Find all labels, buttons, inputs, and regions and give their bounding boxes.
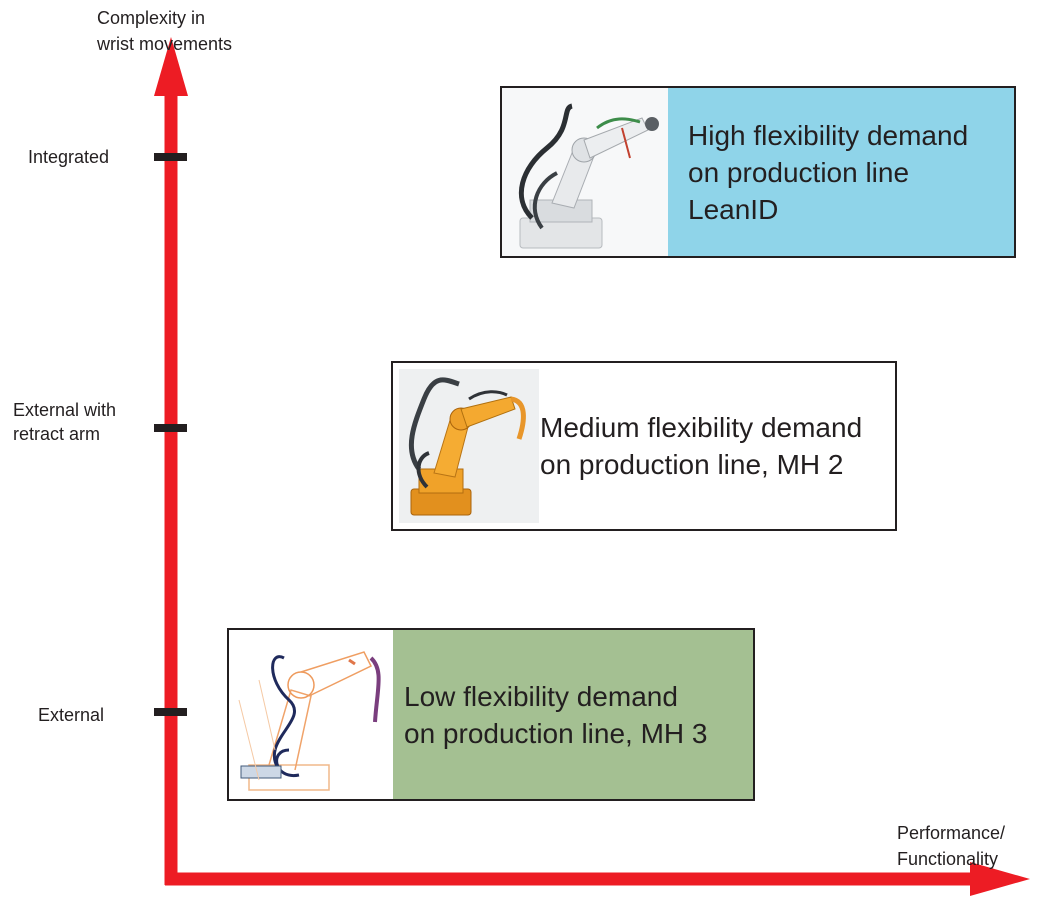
tick-mark-external-retract <box>154 424 187 432</box>
tick-label-integrated: Integrated <box>28 147 110 167</box>
medium-flexibility-line-2: on production line, MH 2 <box>540 449 844 480</box>
tick-label-external-with-retract-arm: External with retract arm <box>13 400 117 444</box>
high-flexibility-line-1: High flexibility demand <box>688 119 969 151</box>
low-flexibility-line-1: Low flexibility demand <box>404 680 678 712</box>
high-flexibility-line-2: on production line <box>688 156 910 188</box>
y-axis-title: Complexity in wrist movements <box>97 8 233 54</box>
x-axis-arrowhead <box>970 862 1030 896</box>
medium-flexibility-line-1: Medium flexibility demand <box>540 412 863 443</box>
high-flexibility-box: High flexibility demand on production li… <box>500 86 1016 258</box>
y-axis-arrowhead <box>154 37 188 96</box>
low-flexibility-box: Low flexibility demand on production lin… <box>227 628 755 801</box>
tick-mark-external <box>154 708 187 716</box>
low-flexibility-line-2: on production line, MH 3 <box>404 717 708 749</box>
medium-flexibility-box: Medium flexibility demand on production … <box>391 361 897 531</box>
high-flexibility-text-panel: High flexibility demand on production li… <box>668 88 1014 256</box>
medium-flexibility-text-panel: Medium flexibility demand on production … <box>539 363 895 529</box>
x-axis-title: Performance/ Functionality <box>897 823 1006 869</box>
orange-robot-arm-image <box>399 369 539 523</box>
tick-label-external: External <box>38 705 105 725</box>
wireframe-robot-arm-image <box>229 630 393 799</box>
high-flexibility-line-3: LeanID <box>688 193 779 225</box>
low-flexibility-text-panel: Low flexibility demand on production lin… <box>393 630 753 799</box>
tick-mark-integrated <box>154 153 187 161</box>
white-robot-arm-image <box>502 88 668 256</box>
